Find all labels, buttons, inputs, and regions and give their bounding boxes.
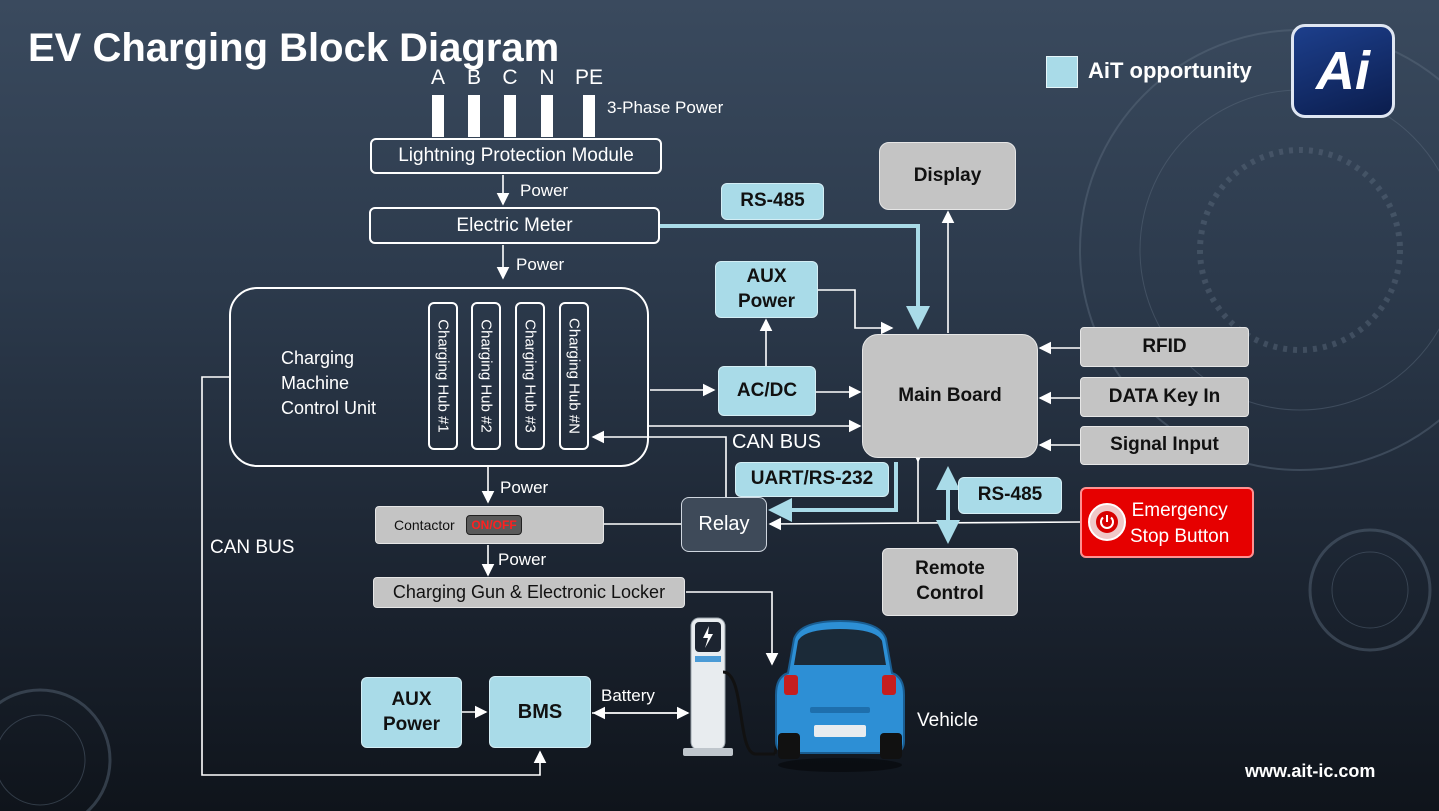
- website-link[interactable]: www.ait-ic.com: [1245, 761, 1376, 781]
- rfid: RFID: [1080, 327, 1249, 367]
- phase-bar-b: [468, 95, 480, 137]
- aux-power-top-label: AUX Power: [737, 265, 796, 312]
- on-off-switch[interactable]: ON/OFF: [466, 515, 522, 535]
- power-label-2: Power: [516, 255, 565, 274]
- electric-meter: Electric Meter: [369, 207, 660, 244]
- charging-hub-3: Charging Hub #3: [515, 302, 545, 450]
- display: Display: [879, 142, 1016, 210]
- main-board: Main Board: [862, 334, 1038, 458]
- data-key-in: DATA Key In: [1080, 377, 1249, 417]
- uart-rs232-label: UART/RS-232: [735, 462, 889, 497]
- phase-bar-a: [432, 95, 444, 137]
- logo: Ai: [1291, 24, 1395, 118]
- power-label-4: Power: [498, 550, 547, 569]
- phase-label-b: B: [466, 66, 481, 89]
- phase-label-c: C: [502, 66, 518, 89]
- can-bus-left-label: CAN BUS: [210, 537, 295, 558]
- charging-hub-2: Charging Hub #2: [471, 302, 501, 450]
- aux-power-top: AUX Power: [715, 261, 818, 318]
- power-label-3: Power: [500, 478, 549, 497]
- legend-swatch: [1046, 56, 1078, 88]
- phase-label-pe: PE: [574, 66, 603, 89]
- aux-power-bottom-label: AUX Power: [382, 688, 441, 735]
- rs485-top-label: RS-485: [721, 183, 824, 220]
- phase-bar-pe: [583, 95, 595, 137]
- signal-input: Signal Input: [1080, 426, 1249, 465]
- page-title: EV Charging Block Diagram: [28, 26, 560, 70]
- emergency-stop-label: Emergency Stop Button: [1130, 500, 1230, 547]
- can-bus-right-label: CAN BUS: [732, 431, 821, 453]
- vehicle-illustration: [775, 619, 905, 772]
- charging-hub-1-label: Charging Hub #1: [434, 319, 452, 433]
- aux-power-bottom: AUX Power: [361, 677, 462, 748]
- remote-control: Remote Control: [882, 548, 1018, 616]
- charging-hub-n-label: Charging Hub #N: [565, 318, 583, 434]
- three-phase-label: 3-Phase Power: [607, 98, 724, 117]
- charging-hub-3-label: Charging Hub #3: [521, 319, 539, 433]
- charging-hub-n: Charging Hub #N: [559, 302, 589, 450]
- contactor-label: Contactor: [394, 517, 455, 533]
- ac-dc-converter: AC/DC: [718, 366, 816, 416]
- power-label-1: Power: [520, 181, 569, 200]
- lightning-bolt-icon: [703, 626, 713, 648]
- battery-label: Battery: [601, 686, 655, 705]
- bms: BMS: [489, 676, 591, 748]
- charging-gun-electronic-locker: Charging Gun & Electronic Locker: [373, 577, 685, 608]
- charging-hub-1: Charging Hub #1: [428, 302, 458, 450]
- lightning-protection-module: Lightning Protection Module: [370, 138, 662, 174]
- rs485-bottom-label: RS-485: [958, 477, 1062, 514]
- phase-label-a: A: [430, 66, 445, 89]
- phase-bar-n: [541, 95, 553, 137]
- vehicle-label: Vehicle: [917, 710, 979, 731]
- power-icon: [1088, 503, 1126, 541]
- charging-station-illustration: [683, 617, 785, 756]
- charging-machine-control-unit: [229, 287, 649, 467]
- legend-label: AiT opportunity: [1088, 58, 1252, 83]
- relay: Relay: [681, 497, 767, 552]
- remote-control-label: Remote Control: [915, 558, 985, 604]
- logo-text: Ai: [1316, 41, 1370, 101]
- phase-label-n: N: [539, 66, 555, 89]
- charging-hub-2-label: Charging Hub #2: [477, 319, 495, 433]
- ccu-label: Charging Machine Control Unit: [281, 348, 377, 418]
- phase-bar-c: [504, 95, 516, 137]
